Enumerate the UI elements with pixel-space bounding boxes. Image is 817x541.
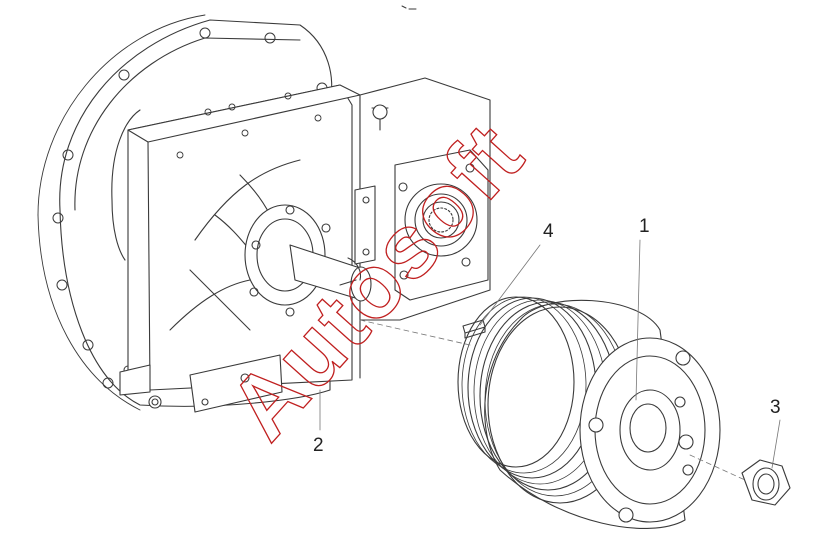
input-shaft (244, 204, 372, 317)
hex-nut (741, 459, 791, 506)
callout-4: 4 (543, 221, 554, 242)
mounting-bracket (189, 185, 376, 413)
callout-3: 3 (770, 397, 781, 418)
output-housing (359, 77, 491, 321)
leader-lines (319, 239, 781, 481)
gearbox-housing (119, 84, 361, 409)
callout-2: 2 (313, 435, 324, 456)
callout-1: 1 (639, 216, 650, 237)
pulley (457, 296, 721, 529)
